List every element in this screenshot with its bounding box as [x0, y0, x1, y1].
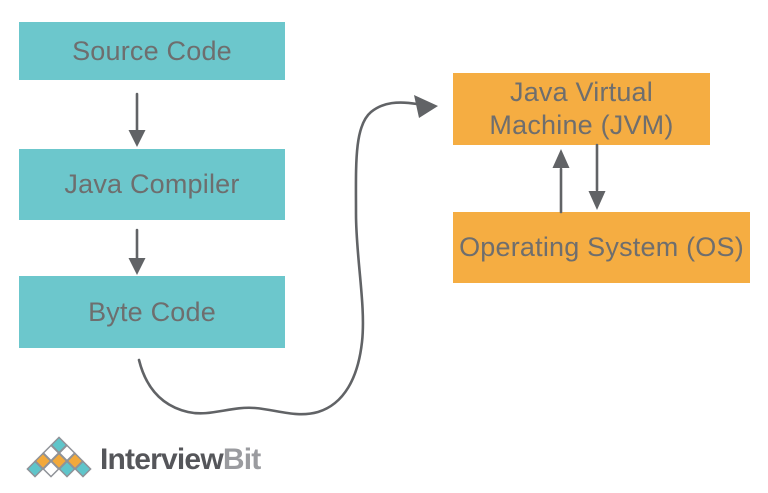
- node-os-label: Operating System (OS): [459, 232, 744, 263]
- node-jvm-label: Java Virtual Machine (JVM): [489, 77, 674, 140]
- logo-diamond-icon: [58, 460, 76, 478]
- interviewbit-logo-mark-icon: [26, 436, 92, 478]
- logo-diamond-icon: [42, 460, 60, 478]
- node-byte-code-label: Byte Code: [88, 296, 216, 327]
- logo-text-secondary: Bit: [222, 443, 261, 476]
- node-java-compiler-label: Java Compiler: [64, 169, 240, 200]
- arrow-source-to-compiler-icon: [128, 92, 146, 147]
- arrow-compiler-to-bytecode-icon: [128, 228, 146, 275]
- node-source-code: Source Code: [19, 22, 285, 80]
- interviewbit-logo: InterviewBit: [24, 436, 261, 484]
- node-java-compiler: Java Compiler: [19, 149, 285, 220]
- node-os: Operating System (OS): [453, 212, 750, 283]
- node-byte-code: Byte Code: [19, 276, 285, 348]
- arrow-os-to-jvm-icon: [552, 149, 570, 214]
- logo-diamond-icon: [74, 460, 92, 478]
- node-source-code-label: Source Code: [72, 35, 232, 66]
- arrow-jvm-to-os-icon: [588, 143, 606, 210]
- interviewbit-logo-text: InterviewBit: [100, 436, 261, 484]
- node-jvm: Java Virtual Machine (JVM): [453, 73, 710, 145]
- arrow-bytecode-to-jvm-icon: [137, 95, 438, 416]
- logo-text-primary: Interview: [100, 443, 224, 476]
- logo-diamond-icon: [26, 460, 44, 478]
